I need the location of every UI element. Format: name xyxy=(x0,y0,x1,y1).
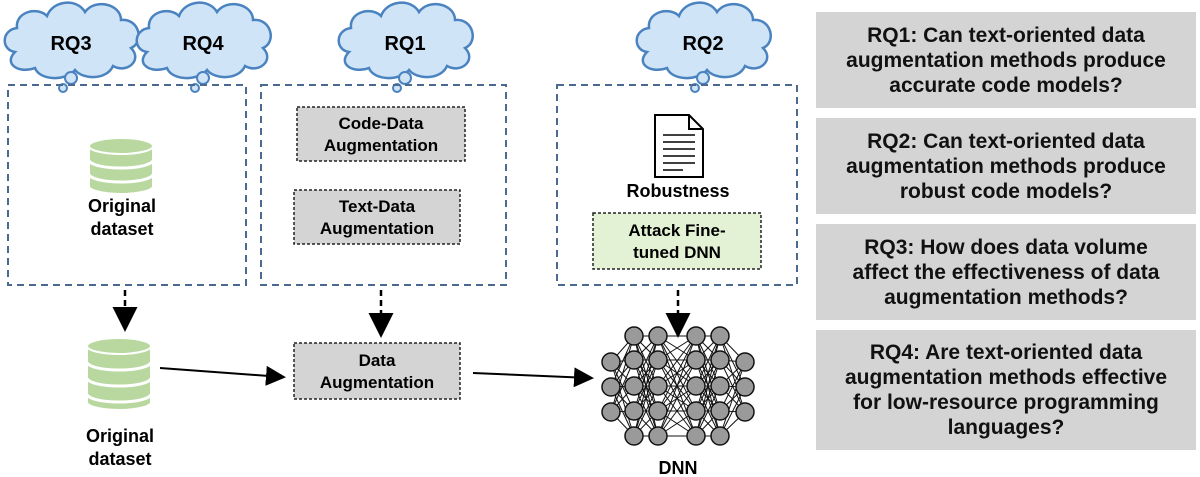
attack-line1: Attack Fine- xyxy=(628,221,725,240)
rq2-panel: RQ2: Can text-oriented data augmentation… xyxy=(816,118,1196,214)
network-edge xyxy=(657,385,697,437)
network-node xyxy=(686,326,706,346)
network-node xyxy=(624,350,644,370)
attack-line2: tuned DNN xyxy=(633,243,721,262)
bottom-dataset-label-line1: Original xyxy=(86,426,154,446)
rq4-line4: languages? xyxy=(947,416,1065,439)
network-node xyxy=(686,401,706,421)
network-node xyxy=(710,350,730,370)
rq3-line2: affect the effectiveness of data xyxy=(852,260,1160,284)
bottom-database-icon xyxy=(85,337,153,411)
network-edge xyxy=(695,335,721,412)
rq2-text: RQ2: Can text-oriented data augmentation… xyxy=(846,129,1166,204)
rq1-line3: accurate code models? xyxy=(889,73,1123,97)
network-node xyxy=(648,326,668,346)
network-edge xyxy=(633,335,659,412)
left-dashed-box xyxy=(7,84,247,286)
network-node xyxy=(601,377,621,397)
text-data-augmentation-box xyxy=(293,189,461,245)
network-node xyxy=(601,352,621,372)
network-node xyxy=(710,401,730,421)
code-aug-line2: Augmentation xyxy=(324,136,438,155)
augmentation-to-dnn-arrow xyxy=(472,367,594,388)
network-edge xyxy=(633,359,659,437)
rq4-line2: augmentation methods effective xyxy=(844,366,1168,389)
rq2-line3: robust code models? xyxy=(899,179,1113,203)
network-node xyxy=(648,350,668,370)
rq1-line2: augmentation methods produce xyxy=(846,48,1166,72)
network-edge xyxy=(657,359,697,437)
left-dataset-label-line1: Original xyxy=(88,196,156,216)
network-node xyxy=(686,376,706,396)
dnn-label: DNN xyxy=(659,458,698,477)
cloud-rq3: RQ3 xyxy=(3,1,140,94)
cloud-rq4-label: RQ4 xyxy=(182,33,224,55)
rq1-panel: RQ1: Can text-oriented data augmentation… xyxy=(816,12,1196,108)
rq3-text: RQ3: How does data volume affect the eff… xyxy=(853,235,1160,310)
network-node xyxy=(648,401,668,421)
middle-dashed-box xyxy=(260,84,507,286)
document-icon xyxy=(654,114,704,178)
text-aug-line2: Augmentation xyxy=(320,219,434,238)
network-node xyxy=(735,402,755,422)
rq4-panel: RQ4: Are text-oriented data augmentation… xyxy=(816,330,1196,450)
network-node xyxy=(686,350,706,370)
data-augmentation-box xyxy=(293,342,461,400)
network-node xyxy=(710,326,730,346)
code-aug-line1: Code-Data xyxy=(338,114,424,133)
cloud-rq2-label: RQ2 xyxy=(682,33,723,55)
cloud-rq1: RQ1 xyxy=(337,1,474,94)
network-edge xyxy=(657,335,697,412)
network-node xyxy=(710,426,730,446)
network-node xyxy=(686,426,706,446)
text-aug-line1: Text-Data xyxy=(339,197,416,216)
rq3-line1: RQ3: How does data volume xyxy=(864,235,1148,259)
network-edge xyxy=(695,359,721,437)
neural-network-icon xyxy=(601,326,755,446)
data-aug-line1: Data xyxy=(359,351,396,370)
rq3-line3: augmentation methods? xyxy=(884,285,1128,309)
rq2-line2: augmentation methods produce xyxy=(846,154,1166,178)
network-node xyxy=(735,352,755,372)
attack-fine-tuned-dnn-box xyxy=(592,212,762,270)
data-aug-line2: Augmentation xyxy=(320,373,434,392)
rq2-line1: RQ2: Can text-oriented data xyxy=(867,129,1145,153)
network-node xyxy=(624,326,644,346)
rq3-panel: RQ3: How does data volume affect the eff… xyxy=(816,224,1196,320)
cloud-rq2: RQ2 xyxy=(635,1,772,94)
rq1-line1: RQ1: Can text-oriented data xyxy=(867,23,1145,47)
right-dashed-box xyxy=(556,84,798,286)
code-data-augmentation-box xyxy=(296,106,466,162)
left-dataset-label-line2: dataset xyxy=(90,219,153,239)
database-icon xyxy=(87,136,155,196)
network-edge xyxy=(657,335,697,387)
network-node xyxy=(710,376,730,396)
network-node xyxy=(601,402,621,422)
rq4-line1: RQ4: Are text-oriented data xyxy=(869,341,1143,364)
bottom-dataset-label-line2: dataset xyxy=(88,449,151,469)
network-node xyxy=(624,426,644,446)
rq4-text: RQ4: Are text-oriented data augmentation… xyxy=(845,340,1167,440)
network-node xyxy=(648,426,668,446)
network-node xyxy=(648,376,668,396)
network-node xyxy=(624,401,644,421)
cloud-rq4: RQ4 xyxy=(135,1,272,94)
robustness-label: Robustness xyxy=(626,181,729,201)
cloud-rq3-label: RQ3 xyxy=(50,33,91,55)
cloud-rq1-label: RQ1 xyxy=(384,33,425,55)
network-node xyxy=(624,376,644,396)
rq1-text: RQ1: Can text-oriented data augmentation… xyxy=(846,23,1166,98)
rq4-line3: for low-resource programming xyxy=(853,391,1159,414)
network-node xyxy=(735,377,755,397)
dataset-to-augmentation-arrow xyxy=(159,365,286,386)
network-edge xyxy=(719,361,746,437)
network-edge xyxy=(610,335,635,413)
